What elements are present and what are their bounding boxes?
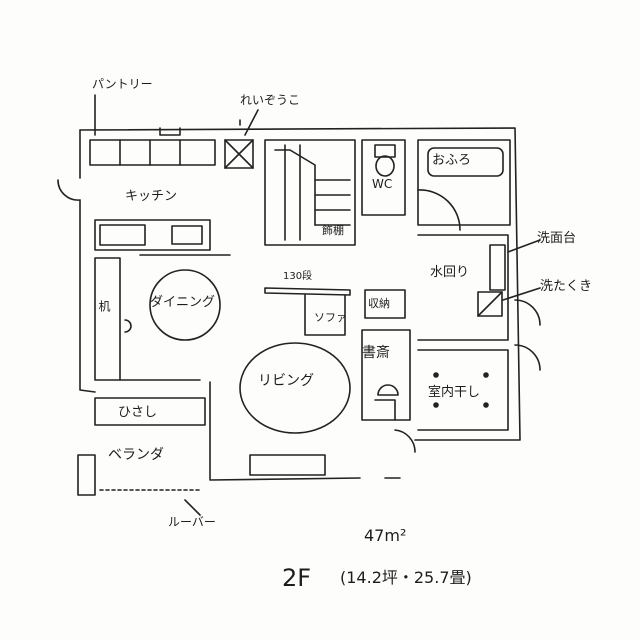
kitchen-label: キッチン <box>125 189 178 204</box>
veranda-outline <box>77 454 96 496</box>
floor-label: 2F <box>282 564 312 592</box>
study-label: 書斎 <box>362 345 390 361</box>
living-table <box>239 342 351 434</box>
storage-small-label: 収納 <box>368 297 390 310</box>
indoor-drying-label: 室内干し <box>428 385 481 400</box>
outer-wall <box>79 127 521 441</box>
drying-room <box>417 349 509 431</box>
stairs <box>264 139 356 246</box>
storage-small <box>364 289 406 319</box>
washer-box <box>477 291 503 317</box>
washer-label: 洗たくき <box>540 279 593 294</box>
wc-room <box>361 139 406 216</box>
outer-wall-left <box>79 129 96 393</box>
washstand-label: 洗面台 <box>537 231 577 246</box>
louver-label: ルーバー <box>168 515 216 529</box>
outer-wall-bottom <box>209 381 401 481</box>
partition-height-label: 130段 <box>283 271 313 282</box>
bath-label: おふろ <box>432 153 472 168</box>
bath-room <box>417 139 511 226</box>
dining-label: ダイニング <box>150 295 216 310</box>
kitchen-counter <box>89 139 216 166</box>
veranda-label: ベランダ <box>108 447 164 463</box>
desk-outline <box>94 257 121 381</box>
wc-label: WC <box>372 177 393 191</box>
area-label: 47m² <box>364 526 407 545</box>
tv-board <box>249 454 326 476</box>
living-label: リビング <box>258 373 314 389</box>
desk-label: 机 <box>97 300 111 312</box>
utility-label: 水回り <box>430 265 470 280</box>
eaves-label: ひさし <box>118 405 158 420</box>
partition-shelf <box>264 287 351 296</box>
dining-table <box>149 269 221 341</box>
fridge-label: れいぞうこ <box>240 93 301 107</box>
pantry-label: パントリー <box>92 77 153 91</box>
area-detail-label: (14.2坪・25.7畳) <box>340 568 472 587</box>
study-room <box>361 329 411 421</box>
utility-room <box>417 234 509 341</box>
kitchen-island <box>94 219 211 251</box>
eaves-area <box>94 397 206 426</box>
storage-shelf-label: 飾棚 <box>322 224 344 237</box>
sofa-label: ソファ <box>314 311 347 324</box>
sofa-shape <box>304 294 346 336</box>
fridge-box <box>224 139 254 169</box>
